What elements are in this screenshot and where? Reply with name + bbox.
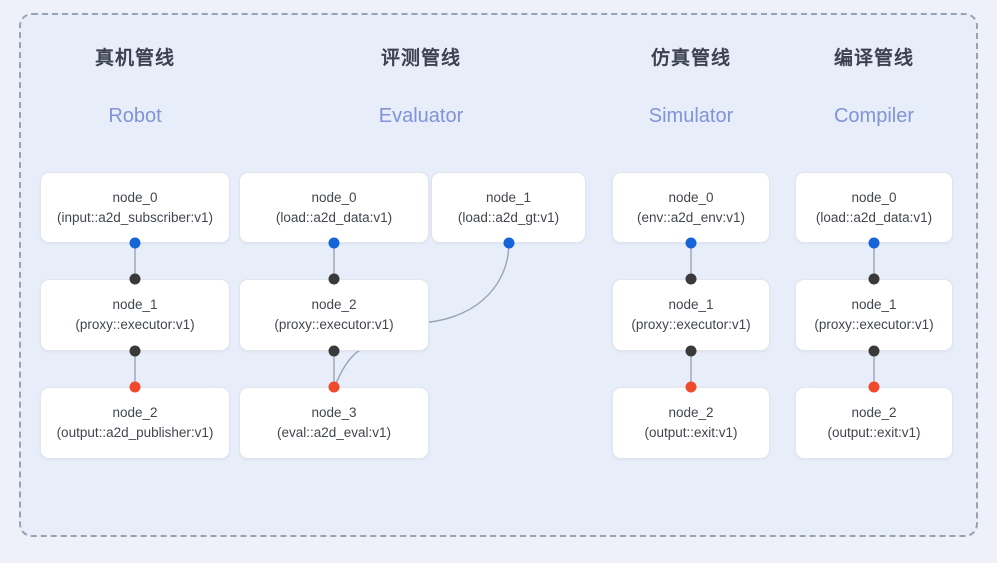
node-name: node_2 <box>112 405 158 420</box>
port-output-simulator-0[interactable] <box>685 237 697 249</box>
node-type: (proxy::executor:v1) <box>274 317 394 332</box>
column-subtitle-compiler: Compiler <box>833 105 915 127</box>
pipeline-column-simulator: 仿真管线 Simulator <box>596 46 786 129</box>
port-output-robot-1[interactable] <box>129 345 141 357</box>
node-type: (output::exit:v1) <box>827 425 921 440</box>
port-input-evaluator-3[interactable] <box>328 381 340 393</box>
node-name: node_1 <box>112 297 158 312</box>
node-name: node_2 <box>668 405 714 420</box>
node-type: (env::a2d_env:v1) <box>636 209 746 225</box>
node-card-compiler-1[interactable]: node_1 (proxy::executor:v1) <box>795 279 953 351</box>
port-input-simulator-2[interactable] <box>685 381 697 393</box>
node-type: (load::a2d_data:v1) <box>815 209 933 225</box>
node-type: (input::a2d_subscriber:v1) <box>56 209 214 225</box>
node-card-robot-1[interactable]: node_1 (proxy::executor:v1) <box>40 279 230 351</box>
port-output-simulator-1[interactable] <box>685 345 697 357</box>
node-card-simulator-0[interactable]: node_0 (env::a2d_env:v1) <box>612 172 770 243</box>
node-name: node_0 <box>851 189 897 205</box>
node-type: (proxy::executor:v1) <box>631 317 751 332</box>
node-type: (load::a2d_data:v1) <box>275 209 393 225</box>
port-input-simulator-1[interactable] <box>685 273 697 285</box>
node-name: node_0 <box>668 189 714 205</box>
node-type: (proxy::executor:v1) <box>814 317 934 332</box>
node-card-evaluator-0[interactable]: node_0 (load::a2d_data:v1) <box>239 172 429 243</box>
column-title-robot: 真机管线 <box>94 48 175 69</box>
node-card-robot-2[interactable]: node_2 (output::a2d_publisher:v1) <box>40 387 230 459</box>
column-title-simulator: 仿真管线 <box>650 48 731 69</box>
node-type: (proxy::executor:v1) <box>75 317 195 332</box>
node-card-robot-0[interactable]: node_0 (input::a2d_subscriber:v1) <box>40 172 230 243</box>
pipeline-column-evaluator: 评测管线 Evaluator <box>326 46 516 129</box>
port-input-robot-1[interactable] <box>129 273 141 285</box>
column-title-compiler: 编译管线 <box>833 48 914 69</box>
node-type: (load::a2d_gt:v1) <box>457 209 560 225</box>
node-card-evaluator-1[interactable]: node_1 (load::a2d_gt:v1) <box>431 172 586 243</box>
node-name: node_2 <box>311 297 357 312</box>
node-card-simulator-2[interactable]: node_2 (output::exit:v1) <box>612 387 770 459</box>
column-subtitle-robot: Robot <box>108 105 162 127</box>
node-type: (output::exit:v1) <box>644 425 738 440</box>
port-output-evaluator-1[interactable] <box>503 237 515 249</box>
column-subtitle-simulator: Simulator <box>648 105 734 127</box>
node-card-compiler-2[interactable]: node_2 (output::exit:v1) <box>795 387 953 459</box>
pipeline-column-robot: 真机管线 Robot <box>40 46 230 129</box>
pipeline-column-compiler: 编译管线 Compiler <box>779 46 969 129</box>
node-name: node_0 <box>112 189 158 205</box>
port-output-robot-0[interactable] <box>129 237 141 249</box>
node-card-simulator-1[interactable]: node_1 (proxy::executor:v1) <box>612 279 770 351</box>
port-input-robot-2[interactable] <box>129 381 141 393</box>
port-output-evaluator-0[interactable] <box>328 237 340 249</box>
node-card-evaluator-2[interactable]: node_2 (proxy::executor:v1) <box>239 279 429 351</box>
node-name: node_0 <box>311 189 357 205</box>
node-type: (output::a2d_publisher:v1) <box>56 425 214 440</box>
node-card-evaluator-3[interactable]: node_3 (eval::a2d_eval:v1) <box>239 387 429 459</box>
node-card-compiler-0[interactable]: node_0 (load::a2d_data:v1) <box>795 172 953 243</box>
port-input-compiler-1[interactable] <box>868 273 880 285</box>
port-input-compiler-2[interactable] <box>868 381 880 393</box>
column-title-evaluator: 评测管线 <box>380 48 461 69</box>
node-type: (eval::a2d_eval:v1) <box>276 425 392 440</box>
port-output-compiler-0[interactable] <box>868 237 880 249</box>
node-name: node_2 <box>851 405 897 420</box>
node-name: node_1 <box>668 297 714 312</box>
node-name: node_1 <box>485 189 532 205</box>
port-output-compiler-1[interactable] <box>868 345 880 357</box>
node-name: node_1 <box>851 297 897 312</box>
port-output-evaluator-2[interactable] <box>328 345 340 357</box>
column-subtitle-evaluator: Evaluator <box>378 105 464 127</box>
port-input-evaluator-2[interactable] <box>328 273 340 285</box>
node-name: node_3 <box>311 405 357 420</box>
